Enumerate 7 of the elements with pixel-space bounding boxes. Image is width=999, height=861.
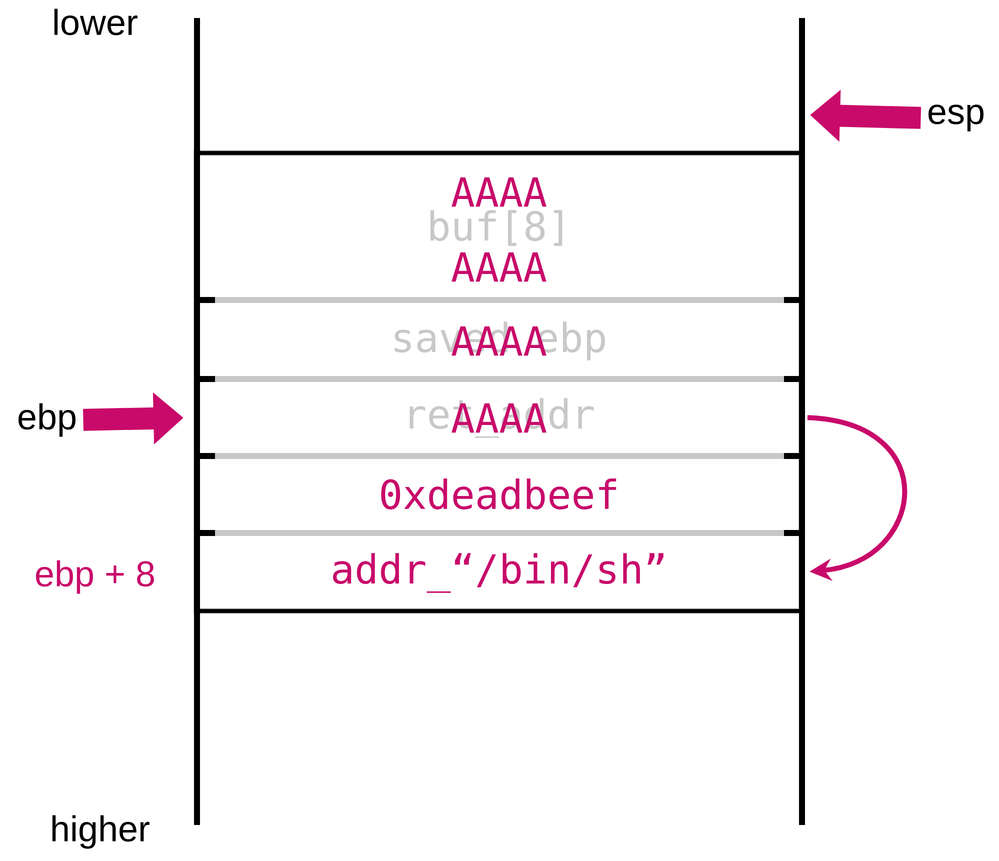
curved-arrow — [807, 415, 908, 581]
node-label: ebp + 8 — [36, 560, 154, 594]
address-label: higher — [52, 815, 150, 849]
stack-cell: 0xdeadbeef — [194, 453, 804, 536]
pointer-label: esp — [928, 104, 984, 132]
address-label: lower — [54, 8, 138, 36]
pointer-label: ebp — [18, 403, 76, 437]
